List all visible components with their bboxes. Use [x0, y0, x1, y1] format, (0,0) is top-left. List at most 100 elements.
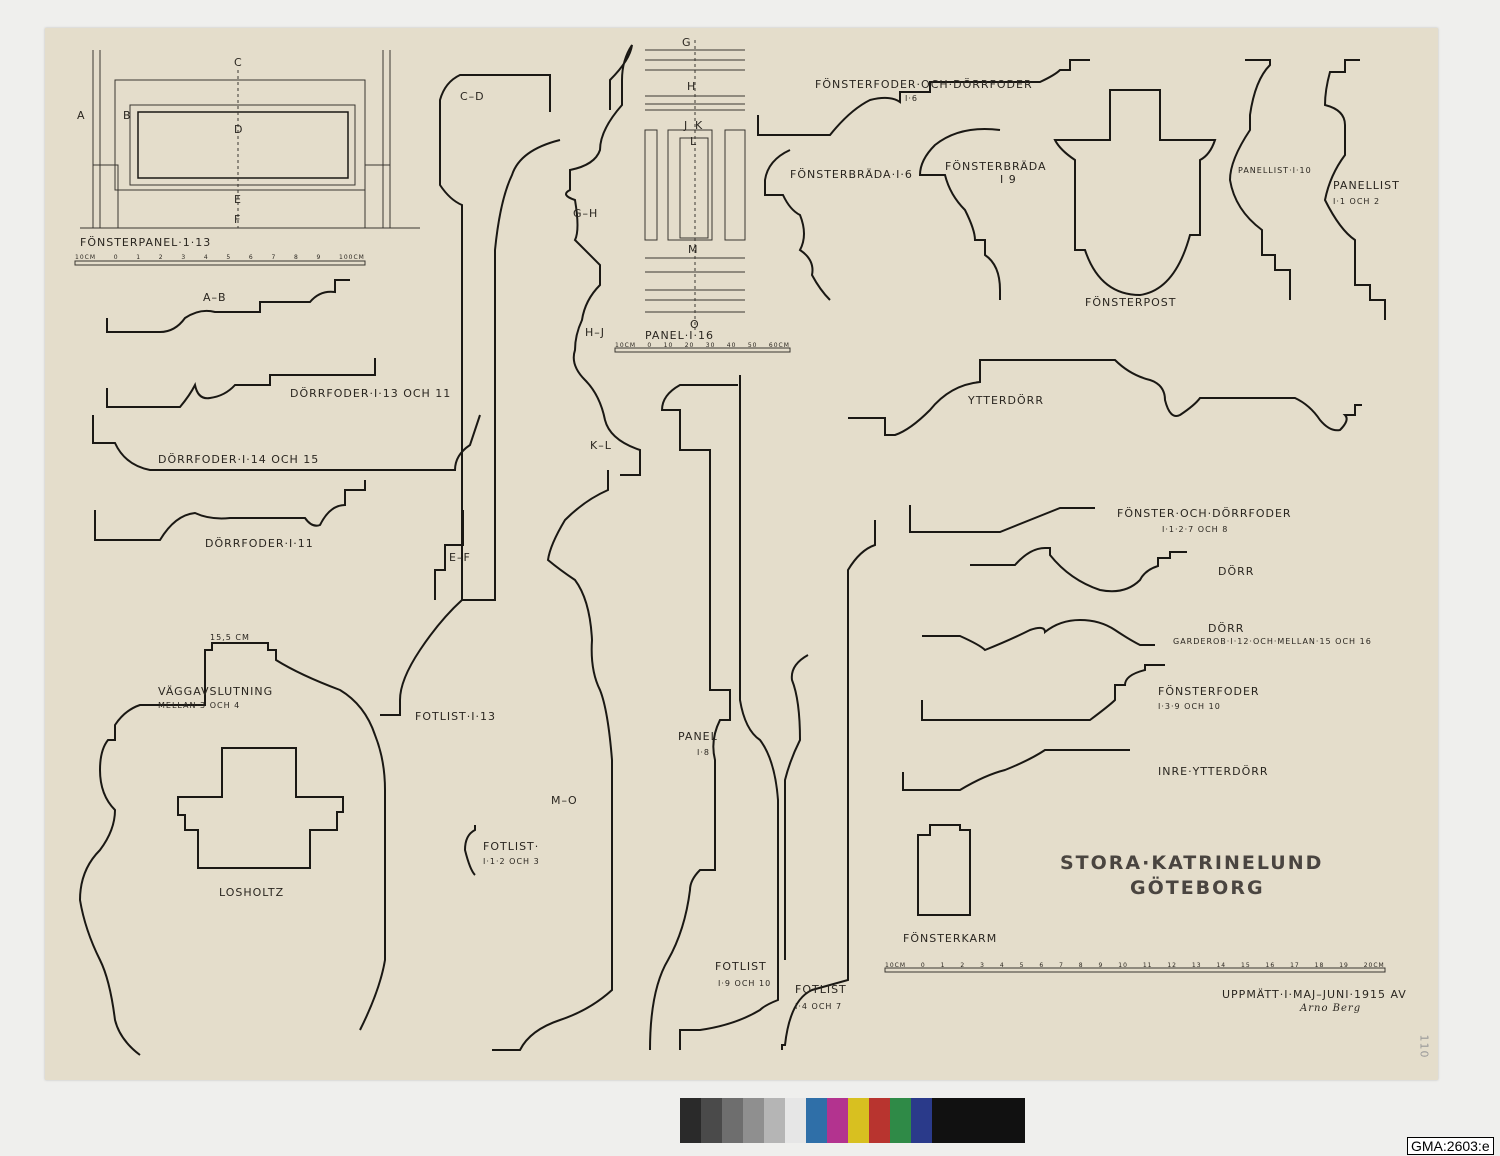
profile-m-o [492, 470, 613, 1051]
profile-c-d-fotlist [380, 74, 551, 716]
label-fotlist-9-10-sub: I·9 OCH 10 [718, 979, 772, 988]
profile-fotlist-1-2-3 [463, 825, 476, 876]
profile-k-l-m-o [462, 139, 561, 601]
label-dorr: DÖRR [1218, 565, 1255, 578]
label-fotlist-9-10: FOTLIST [715, 960, 767, 973]
label-dorr-garderob-sub: GARDEROB·I·12·OCH·MELLAN·15 OCH 16 [1173, 637, 1372, 646]
profile-fonsterkarm [917, 824, 971, 916]
profile-ytterdorr [848, 359, 1362, 436]
color-swatch [890, 1098, 911, 1143]
scale-tick: 0 [920, 962, 926, 969]
profile-dorrfoder-11 [94, 480, 366, 541]
scale-tick: 10CM [885, 962, 907, 969]
scale-tick: 1 [136, 254, 142, 261]
label-h-j: H–J [585, 326, 606, 339]
label-m-o: M–O [551, 794, 578, 807]
catalog-tag: GMA:2603:e [1407, 1137, 1494, 1155]
color-swatch [680, 1098, 701, 1143]
label-fonsterkarm: FÖNSTERKARM [903, 932, 998, 945]
profile-dorrfoder-13-11 [106, 358, 376, 408]
scale-tick: 5 [226, 254, 232, 261]
label-fonsterbrada-6: FÖNSTERBRÄDA·I·6 [790, 168, 913, 181]
panel-16-elevation [644, 40, 746, 330]
label-fonsterfoder: FÖNSTERFODER [1158, 685, 1260, 698]
profile-fotlist-9-10 [679, 375, 779, 1050]
label-dorr-garderob: DÖRR [1208, 622, 1245, 635]
color-swatch [827, 1098, 848, 1143]
scale-tick: 12 [1167, 962, 1177, 969]
panel-letter-m: M [688, 243, 699, 256]
color-calibration-card [680, 1098, 1025, 1143]
profile-g-h [565, 44, 641, 476]
profile-a-b [106, 279, 350, 333]
scale-tick: 6 [248, 254, 254, 261]
scale-tick: 10CM [75, 254, 97, 261]
label-panellist-10: PANELLIST·I·10 [1238, 166, 1312, 175]
color-swatch [911, 1098, 932, 1143]
scale-tick: 2 [960, 962, 966, 969]
label-fonsterbrada-9: FÖNSTERBRÄDA [945, 160, 1047, 173]
profile-losholtz [177, 747, 344, 869]
scale-tick: 17 [1290, 962, 1300, 969]
drawing-sheet [45, 28, 1438, 1080]
sheet-subtitle: GÖTEBORG [1130, 877, 1265, 899]
panel-letter-l: L [690, 135, 698, 148]
profile-fonsterfoder-dorrfoder-6 [757, 59, 1090, 136]
scale-bar-panel [614, 347, 791, 353]
scale-tick: 15 [1241, 962, 1251, 969]
scale-tick: 19 [1339, 962, 1349, 969]
scale-tick: 16 [1265, 962, 1276, 969]
section-letter-e: E [234, 193, 242, 206]
section-letter-d: D [234, 123, 244, 136]
color-swatch [701, 1098, 722, 1143]
profile-dorr [970, 547, 1187, 593]
scale-tick: 7 [271, 254, 277, 261]
label-fonsterfoder-dorrfoder-sub: I·6 [905, 94, 918, 103]
label-g-h: G–H [573, 207, 599, 220]
panel-letter-g: G [682, 36, 692, 49]
panel-letter-k: K [695, 119, 704, 132]
scale-tick: 18 [1314, 962, 1325, 969]
label-k-l: K–L [590, 439, 612, 452]
sheet-title: STORA·KATRINELUND [1060, 852, 1324, 874]
label-ytterdorr: YTTERDÖRR [968, 394, 1044, 407]
scale-tick: 13 [1191, 962, 1202, 969]
section-letter-a: A [77, 109, 86, 122]
panel-letter-o: O [690, 318, 700, 331]
label-dorrfoder-11: DÖRRFODER·I·11 [205, 537, 314, 550]
scale-tick: 4 [999, 962, 1005, 969]
color-swatch [785, 1098, 806, 1143]
color-swatch [764, 1098, 785, 1143]
label-a-b: A–B [203, 291, 227, 304]
scale-tick: 40 [726, 342, 737, 349]
sheet-number: 110 [1417, 1034, 1431, 1059]
scale-tick: 10 [1118, 962, 1128, 969]
profile-dorr-garderob [922, 618, 1155, 652]
label-fotlist-1-2-3: FOTLIST· [483, 840, 540, 853]
scale-tick: 0 [647, 342, 653, 349]
scale-tick: 50 [747, 342, 758, 349]
scale-tick: 9 [316, 254, 322, 261]
label-fonsterfoder-sub: I·3·9 OCH 10 [1158, 702, 1221, 711]
profile-dorrfoder-14-15 [92, 414, 481, 471]
scale-tick: 4 [203, 254, 209, 261]
label-inre-ytterdorr: INRE·YTTERDÖRR [1158, 765, 1269, 778]
scale-tick: 8 [293, 254, 299, 261]
scale-bar-main [884, 967, 1386, 973]
label-fotlist-4-7-sub: I·4 OCH 7 [795, 1002, 843, 1011]
label-dorrfoder-13-11: DÖRRFODER·I·13 OCH 11 [290, 387, 452, 400]
section-letter-c: C [234, 56, 243, 69]
label-c-d: C–D [460, 90, 485, 103]
profile-vaggavslutning [78, 642, 386, 1056]
label-fonsterbrada-9-sub: I 9 [1000, 173, 1017, 186]
color-swatch [722, 1098, 743, 1143]
scale-tick: 11 [1142, 962, 1153, 969]
scale-bar-small [74, 260, 366, 266]
label-panel-8: PANEL [678, 730, 718, 743]
scale-tick: 30 [705, 342, 716, 349]
scale-tick: 7 [1059, 962, 1064, 969]
scale-tick: 60CM [768, 342, 790, 349]
